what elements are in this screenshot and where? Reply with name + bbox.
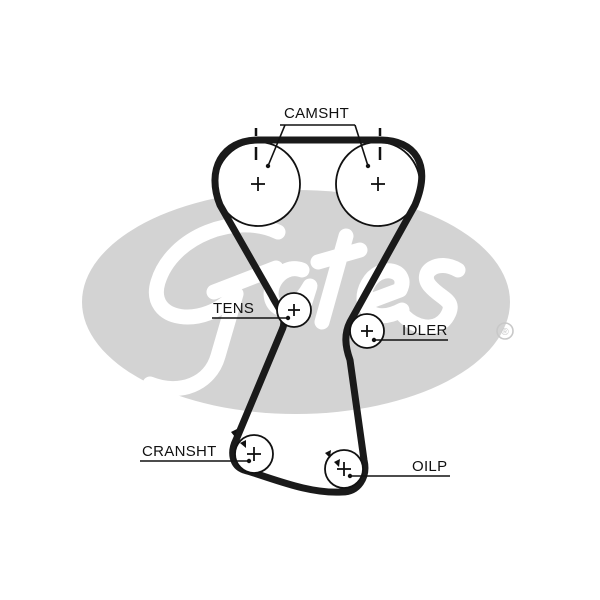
crankshaft-label: CRANSHT (142, 443, 217, 460)
tensioner-label: TENS (213, 300, 254, 317)
svg-text:®: ® (501, 327, 509, 338)
camshaft-label: CAMSHT (284, 105, 349, 122)
timing-belt (211, 136, 426, 496)
crankshaft-leader (140, 458, 252, 464)
oil-pump-center-icon (337, 462, 351, 476)
oil-pump-leader (347, 473, 450, 479)
crankshaft-timing-mark-icon (231, 429, 246, 448)
camshaft-left-center-icon (251, 177, 265, 191)
idler-label: IDLER (402, 322, 448, 339)
registered-mark: ® (496, 322, 514, 340)
crankshaft-center-icon (247, 447, 261, 461)
tensioner-center-icon (288, 304, 300, 316)
oil-pump-timing-mark-icon (325, 450, 340, 467)
tensioner-leader (212, 315, 291, 321)
camshaft-leader (265, 124, 371, 169)
idler-center-icon (361, 325, 373, 337)
idler-leader (371, 337, 448, 343)
camshaft-right-center-icon (371, 177, 385, 191)
oil-pump-label: OILP (412, 458, 447, 475)
